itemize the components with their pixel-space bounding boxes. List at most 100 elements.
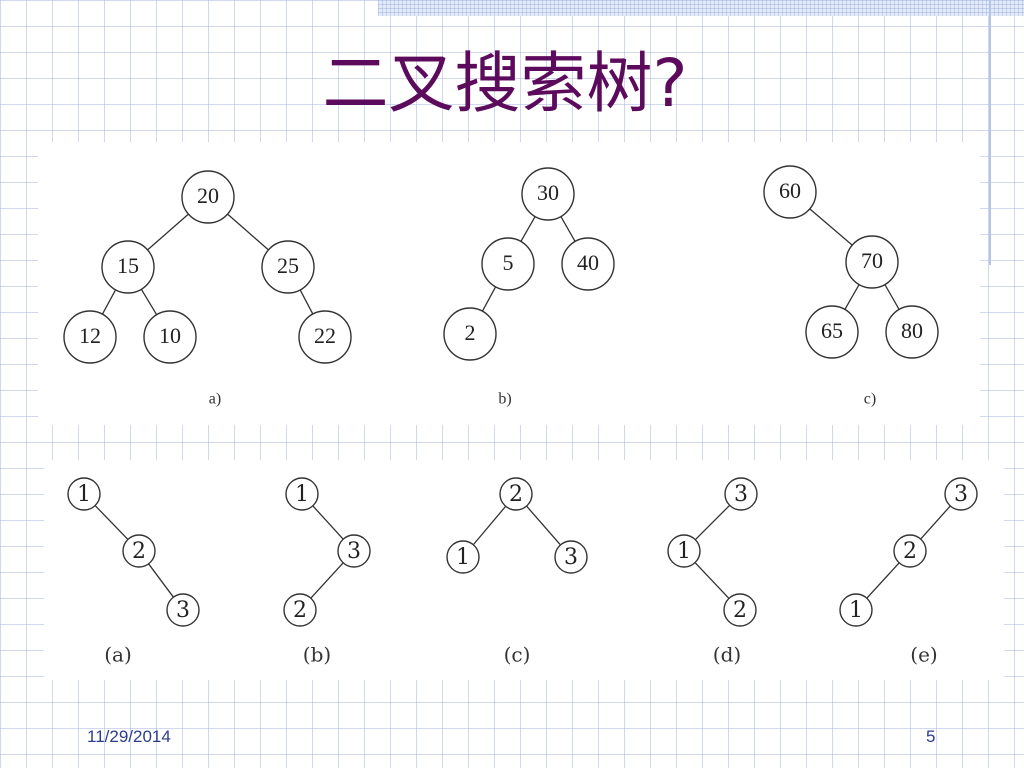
tree-node-label: 1	[849, 598, 863, 623]
tree-edge	[472, 505, 507, 546]
bottom-tree-2: 2 1 3 (c)	[446, 477, 588, 667]
tree-caption: (b)	[303, 643, 331, 667]
tree-node-label: 65	[821, 318, 843, 343]
tree-node-circle	[885, 305, 939, 359]
tree-node-label: 3	[176, 598, 190, 623]
bottom-tree-0: 1 2 3 (a)	[67, 477, 200, 667]
tree-edge	[884, 284, 900, 310]
tree-node-label: 1	[295, 482, 309, 507]
tree-node-label: 30	[537, 180, 559, 205]
tree-node-circle	[143, 310, 197, 364]
tree-edge	[694, 562, 730, 599]
tree-node-label: 10	[159, 323, 181, 348]
tree-node-label: 2	[465, 320, 476, 345]
tree-node-circle	[446, 540, 480, 574]
tree-node-circle	[561, 237, 615, 291]
top-tree-1: 30 5 40 2 b)	[443, 167, 615, 408]
tree-edge	[520, 216, 536, 242]
tree-caption: b)	[498, 391, 511, 408]
tree-edge	[310, 562, 344, 599]
tree-edge	[694, 504, 731, 541]
tree-node-label: 60	[779, 178, 801, 203]
tree-edge	[299, 289, 314, 315]
tree-edge	[312, 505, 344, 540]
top-decoration-band	[378, 0, 1024, 16]
tree-node-label: 70	[861, 248, 883, 273]
tree-edge	[481, 286, 497, 312]
tree-node-circle	[63, 310, 117, 364]
tree-node-label: 25	[277, 253, 299, 278]
tree-caption: a)	[209, 391, 221, 408]
tree-node-circle	[166, 593, 200, 627]
tree-node-label: 1	[677, 539, 691, 564]
bottom-tree-1: 1 3 2 (b)	[283, 477, 371, 667]
bottom-tree-3: 3 1 2 (d)	[667, 477, 758, 667]
tree-node-circle	[283, 593, 317, 627]
tree-edge	[866, 562, 900, 599]
tree-node-circle	[893, 534, 927, 568]
tree-node-label: 1	[456, 545, 470, 570]
tree-node-label: 3	[954, 482, 968, 507]
top-figure-panel: 20 15 25 12 10 22 a) 30 5 40 2 b) 60 70 65 80 c)	[38, 142, 980, 425]
tree-node-circle	[944, 477, 978, 511]
tree-node-circle	[101, 240, 155, 294]
tree-node-label: 5	[503, 250, 514, 275]
tree-node-circle	[337, 534, 371, 568]
tree-node-label: 2	[509, 482, 523, 507]
tree-node-circle	[521, 167, 575, 221]
tree-edge	[809, 208, 853, 246]
tree-node-circle	[181, 170, 235, 224]
tree-caption: (d)	[713, 643, 741, 667]
tree-node-label: 1	[77, 482, 91, 507]
tree-node-label: 3	[734, 482, 748, 507]
tree-node-circle	[298, 310, 352, 364]
bst-figure-top: 20 15 25 12 10 22 a) 30 5 40 2 b) 60 70 65 80 c)	[63, 165, 939, 408]
tree-node-label: 3	[564, 545, 578, 570]
tree-caption: (e)	[910, 643, 937, 667]
tree-node-circle	[443, 307, 497, 361]
tree-edge	[94, 505, 129, 540]
tree-node-circle	[667, 534, 701, 568]
tree-node-label: 80	[901, 318, 923, 343]
tree-edge	[560, 216, 576, 242]
tree-caption: c)	[864, 391, 876, 408]
tree-edge	[526, 505, 561, 546]
tree-edge	[101, 289, 117, 315]
right-accent-line	[989, 0, 991, 265]
tree-node-circle	[724, 477, 758, 511]
page-number: 5	[926, 727, 936, 746]
tree-node-circle	[122, 534, 156, 568]
tree-node-circle	[554, 540, 588, 574]
tree-node-label: 12	[79, 323, 101, 348]
tree-node-label: 22	[314, 323, 336, 348]
top-tree-0: 20 15 25 12 10 22 a)	[63, 170, 352, 408]
tree-node-circle	[481, 237, 535, 291]
tree-node-circle	[261, 240, 315, 294]
tree-caption: (a)	[104, 643, 132, 667]
tree-caption: (c)	[504, 643, 531, 667]
footer-date: 11/29/2014	[87, 727, 171, 746]
tree-node-label: 40	[577, 250, 599, 275]
tree-edge	[920, 505, 951, 540]
tree-node-label: 3	[347, 539, 361, 564]
tree-node-circle	[67, 477, 101, 511]
tree-node-circle	[805, 305, 859, 359]
bottom-tree-4: 321(e)	[839, 477, 978, 667]
tree-node-label: 2	[733, 598, 747, 623]
tree-edge	[147, 213, 189, 251]
tree-edge	[148, 563, 174, 598]
tree-node-label: 20	[197, 183, 219, 208]
tree-edge	[140, 288, 158, 316]
tree-node-circle	[839, 593, 873, 627]
slide-title: 二叉搜索树?	[322, 45, 688, 122]
tree-node-circle	[763, 165, 817, 219]
tree-node-circle	[499, 477, 533, 511]
tree-node-label: 2	[293, 598, 307, 623]
tree-edge	[844, 284, 860, 310]
tree-node-circle	[845, 235, 899, 289]
tree-node-label: 15	[117, 253, 139, 278]
tree-node-circle	[285, 477, 319, 511]
tree-node-label: 2	[132, 539, 146, 564]
